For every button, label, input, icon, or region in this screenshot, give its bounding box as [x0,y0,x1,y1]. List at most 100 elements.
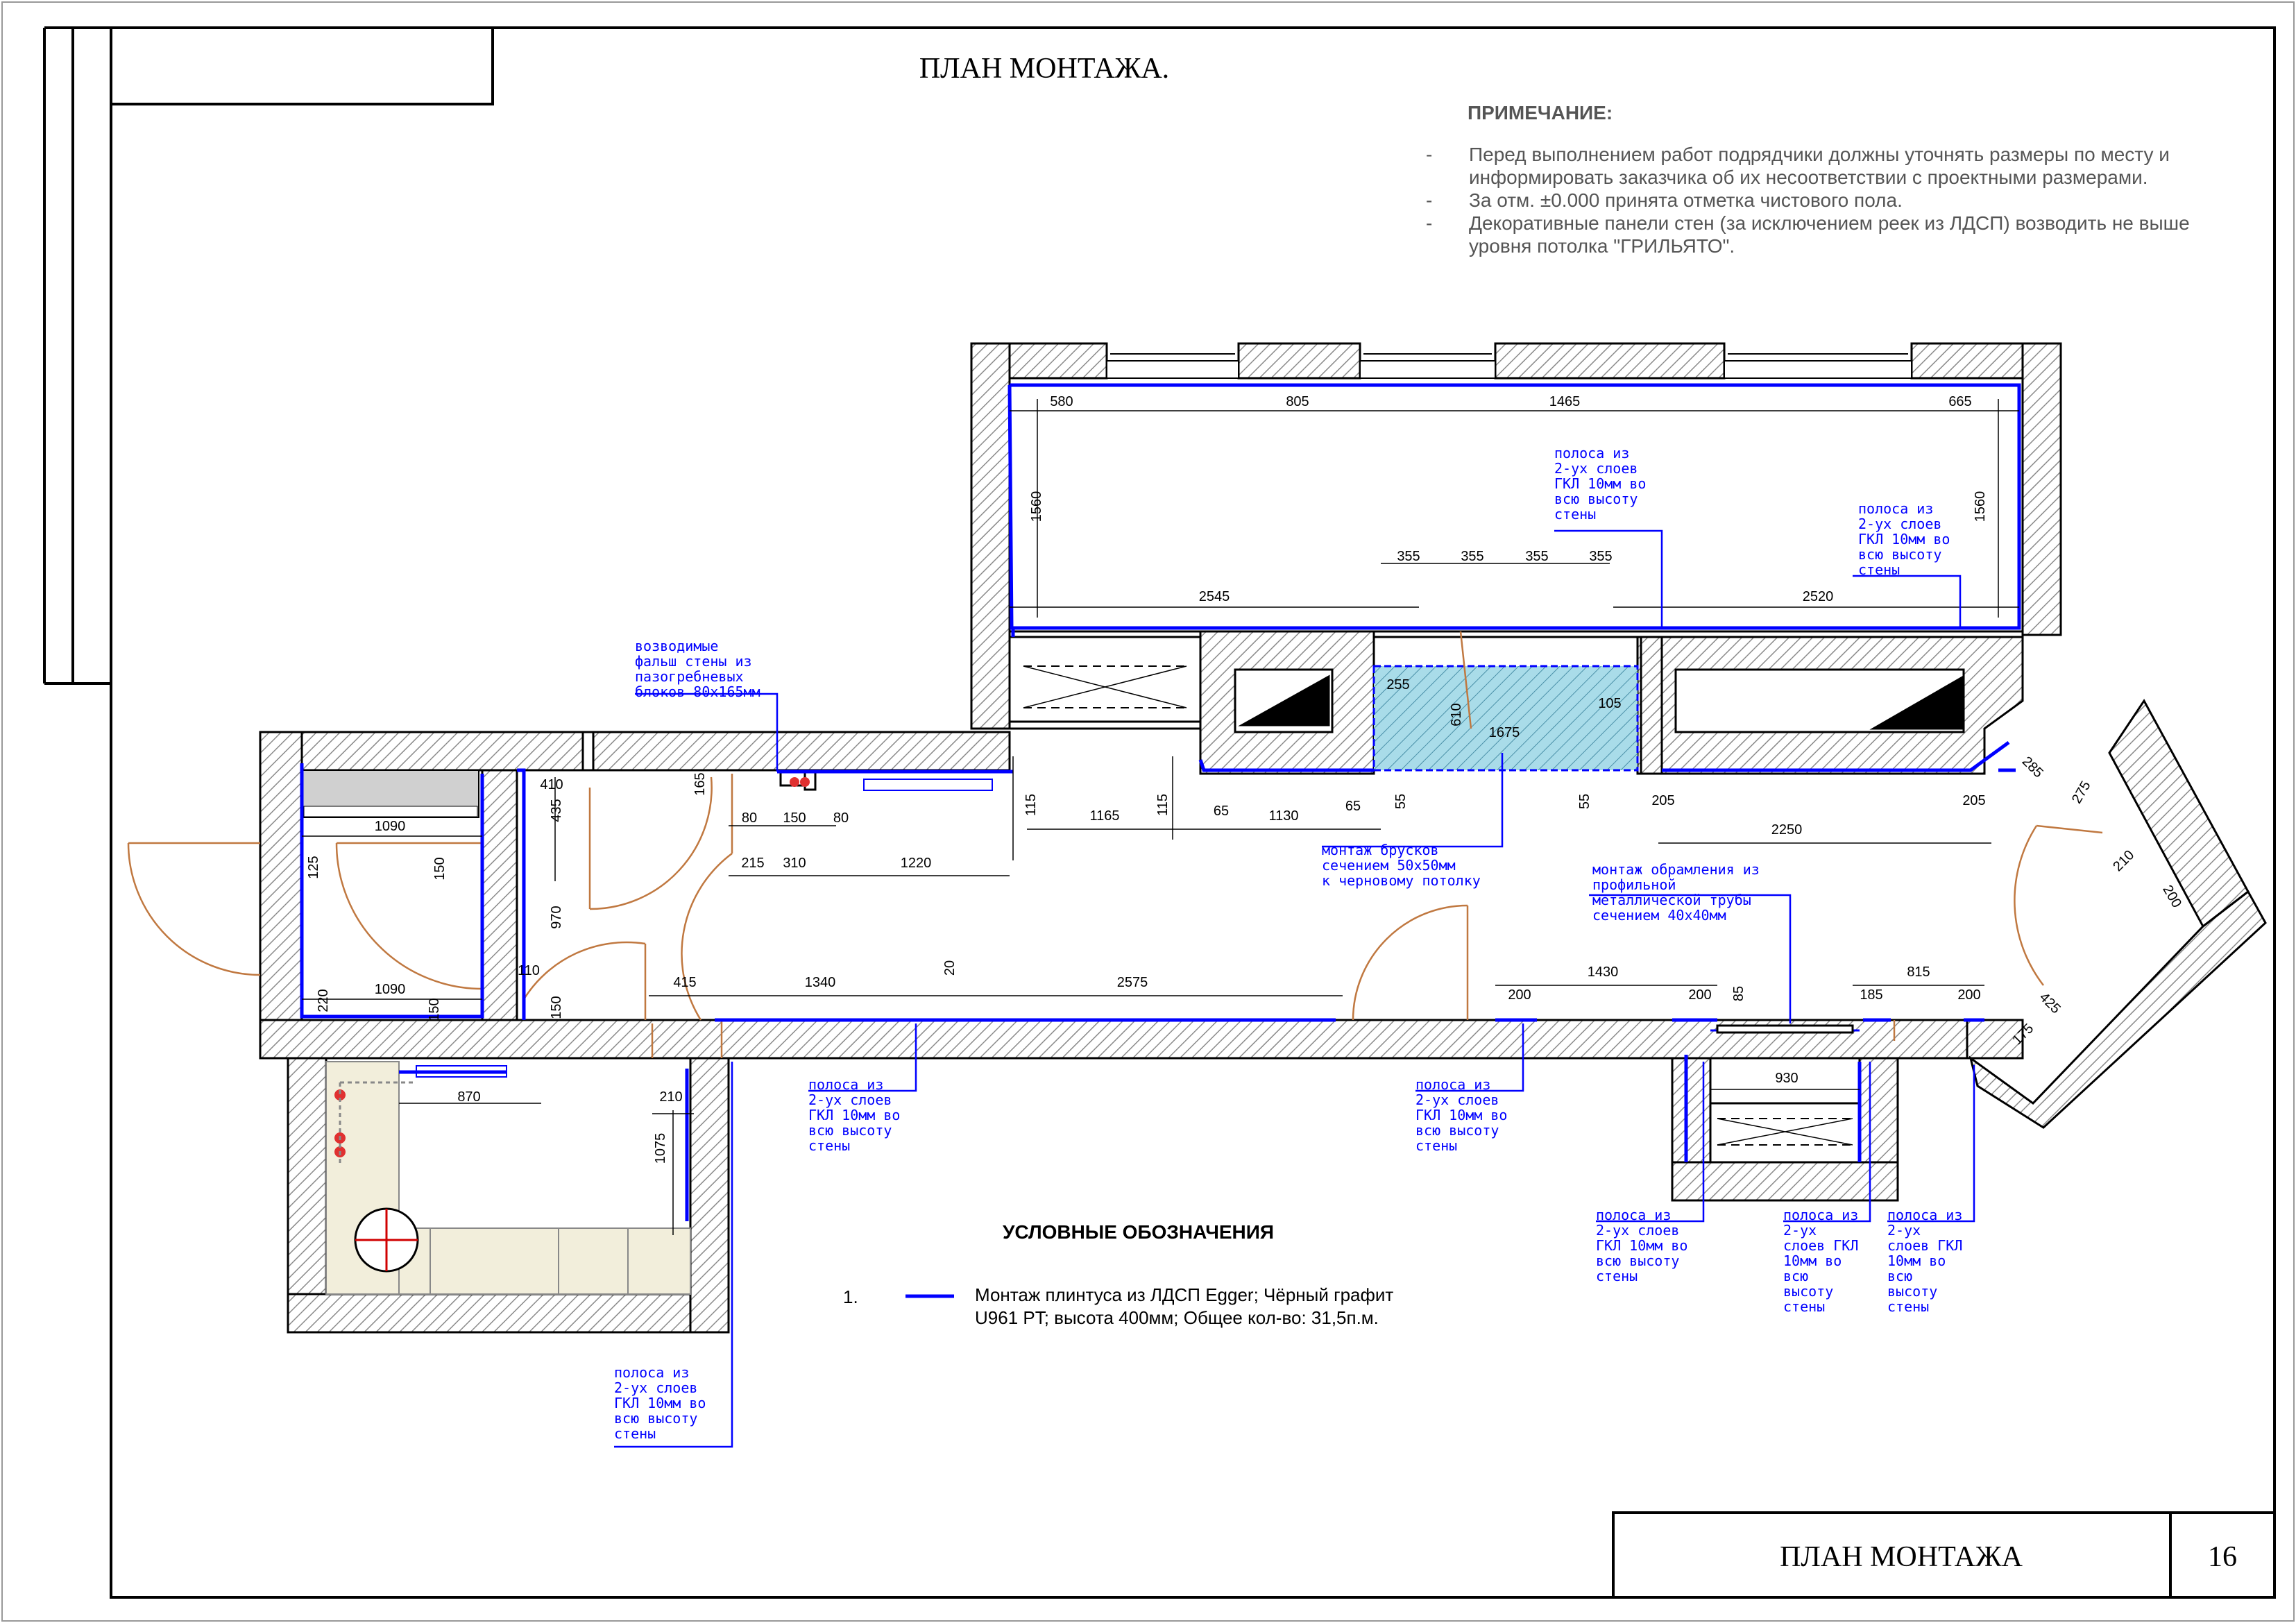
walls [259,342,2267,1334]
callout-obramlenie-3: металлической трубы [1592,892,1751,908]
dim-415: 415 [673,975,696,990]
dim-65-b: 65 [1345,799,1361,814]
notes-line-1b: информировать заказчика об их несоответс… [1469,167,2148,188]
dim-200-b: 200 [1688,987,1711,1003]
callout-falshi-2: фальш стены из [635,653,752,670]
dim-1675: 1675 [1489,725,1520,740]
dim-220: 220 [316,989,331,1012]
dim-355-3: 355 [1525,549,1548,564]
callout-gkl-niche-mid: полоса из 2-ух слоев ГКЛ 10мм во всю выс… [1783,1207,1858,1315]
dim-115-a: 115 [1023,794,1039,816]
dim-210-k: 210 [659,1089,682,1105]
dim-2575: 2575 [1117,975,1148,990]
callout-gkl-niche-right: полоса из 2-ух слоев ГКЛ 10мм во всю выс… [1887,1207,1962,1315]
dim-20: 20 [942,960,958,976]
callout-bruski-2: сечением 50х50мм [1322,857,1456,874]
dim-205-a: 205 [1651,793,1674,808]
callout-gkl-c1-l4: всю высоту [808,1122,892,1139]
dim-125: 125 [306,856,321,878]
dim-410: 410 [540,777,563,792]
callout-gkl-top-2-l4: всю высоту [1858,546,1941,563]
dim-65-a: 65 [1214,804,1229,819]
callout-gkl-n1-l1: полоса из [1596,1207,1671,1223]
dim-1465: 1465 [1549,394,1581,409]
callout-gkl-c2-l5: стены [1415,1137,1457,1154]
callout-bruski-1: монтаж брусков [1322,842,1439,858]
callout-gkl-k-l5: стены [614,1425,656,1442]
callout-gkl-c2-l1: полоса из [1415,1076,1490,1093]
callout-gkl-top-1-l5: стены [1554,506,1596,522]
callout-gkl-c1-l1: полоса из [808,1076,883,1093]
dim-55-a: 55 [1393,794,1409,809]
callout-gkl-n2-l4: 10мм во [1783,1252,1842,1269]
notes-bullet-3: - [1426,212,1432,234]
page-number: 16 [2208,1541,2237,1573]
notes-line-2: За отм. ±0.000 принята отметка чистового… [1469,189,1903,211]
dim-275: 275 [2069,779,2094,806]
dim-930: 930 [1775,1071,1798,1086]
dim-85: 85 [1731,986,1746,1001]
dim-1340: 1340 [805,975,836,990]
dim-80-b: 80 [833,810,849,826]
legend-item-number: 1. [843,1286,858,1307]
callout-gkl-n1-l2: 2-ух слоев [1596,1222,1679,1239]
dim-580: 580 [1050,394,1073,409]
callout-gkl-c1-l2: 2-ух слоев [808,1091,892,1108]
callout-gkl-c1-l5: стены [808,1137,850,1154]
dimension-lines [302,399,2019,1235]
dim-355-2: 355 [1461,549,1483,564]
dim-205-b: 205 [1962,793,1985,808]
dim-435: 435 [549,799,564,822]
dim-970: 970 [549,906,564,928]
dim-80-a: 80 [742,810,757,826]
dim-1090-bottom: 1090 [375,982,406,997]
dim-105: 105 [1598,696,1621,711]
dim-1430: 1430 [1588,965,1619,980]
notes-line-3a: Декоративные панели стен (за исключением… [1469,212,2190,234]
window-openings [1106,353,1912,379]
callout-gkl-k-l3: ГКЛ 10мм во [614,1395,706,1411]
callout-gkl-top-1-l4: всю высоту [1554,491,1638,507]
callout-gkl-top-1-l3: ГКЛ 10мм во [1554,475,1646,492]
dim-1075: 1075 [653,1133,668,1164]
dim-150-c: 150 [783,810,806,826]
niche-lines [1710,1024,1860,1034]
callout-gkl-top-2-l5: стены [1858,561,1900,578]
callout-gkl-n2-l1: полоса из [1783,1207,1858,1223]
callout-gkl-n2-l2: 2-ух [1783,1222,1817,1239]
dim-215: 215 [741,856,764,871]
callout-obramlenie-2: профильной [1592,876,1676,893]
callout-obramlenie-1: монтаж обрамления из [1592,861,1760,878]
callout-gkl-n2-l7: стены [1783,1298,1825,1315]
callout-falshi-4: блоков 80х165мм [635,683,760,700]
dim-355-1: 355 [1397,549,1420,564]
callout-gkl-c2-l2: 2-ух слоев [1415,1091,1499,1108]
callout-gkl-top-2-l1: полоса из [1858,500,1933,517]
callout-falshi-1: возводимые [635,638,718,654]
callout-gkl-n3-l2: 2-ух [1887,1222,1921,1239]
dim-355-4: 355 [1589,549,1612,564]
dim-165: 165 [692,772,708,795]
callout-gkl-niche-left: полоса из 2-ух слоев ГКЛ 10мм во всю выс… [1596,1207,1687,1284]
legend: УСЛОВНЫЕ ОБОЗНАЧЕНИЯ 1. Монтаж плинтуса … [843,1221,1393,1328]
sheet-title: ПЛАН МОНТАЖА. [919,53,1169,85]
dim-2545: 2545 [1199,589,1230,604]
callout-gkl-kitchen: полоса из 2-ух слоев ГКЛ 10мм во всю выс… [614,1364,706,1442]
callout-gkl-top-2-l2: 2-ух слоев [1858,516,1941,532]
callout-gkl-c2-l3: ГКЛ 10мм во [1415,1107,1507,1123]
dim-805: 805 [1286,394,1309,409]
notes-line-3b: уровня потолка "ГРИЛЬЯТО". [1469,235,1735,257]
notes-heading: ПРИМЕЧАНИЕ: [1468,102,1613,124]
callout-gkl-n3-l7: стены [1887,1298,1929,1315]
stamp-title: ПЛАН МОНТАЖА [1780,1541,2023,1573]
callout-gkl-n3-l6: высоту [1887,1283,1937,1300]
dim-2520: 2520 [1803,589,1834,604]
dim-110: 110 [518,963,540,978]
dim-150-a: 150 [432,857,448,880]
cabinet-blocks [779,636,1965,1164]
callout-gkl-corridor-2: полоса из 2-ух слоев ГКЛ 10мм во всю выс… [1415,1076,1507,1154]
callout-gkl-k-l4: всю высоту [614,1410,697,1427]
callout-gkl-n1-l5: стены [1596,1268,1638,1284]
